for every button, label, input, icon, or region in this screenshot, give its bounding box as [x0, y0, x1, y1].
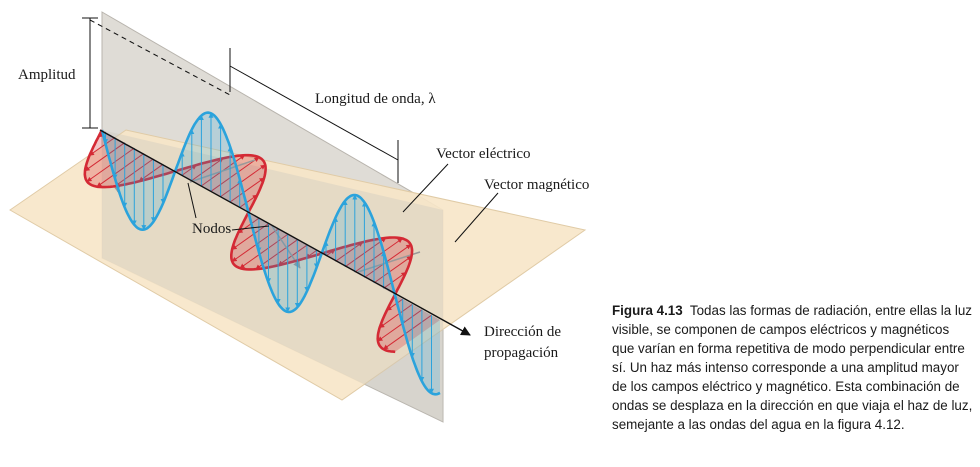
magnetic-vector: [383, 271, 407, 289]
magnetic-vector: [84, 142, 125, 172]
direction-label-line2: propagación: [484, 345, 559, 361]
magnetic-vector-label: Vector magnético: [484, 177, 589, 193]
magnetic-vector: [138, 163, 164, 182]
magnetic-vector: [239, 233, 288, 269]
magnetic-vector: [383, 314, 432, 350]
magnetic-vector: [344, 237, 387, 268]
magnetic-wave-outline: [83, 129, 414, 354]
electric-vector-leader: [402, 163, 449, 213]
magnetic-vector: [96, 153, 145, 188]
magnetic-vector: [239, 194, 258, 208]
magnetic-vector: [220, 164, 266, 198]
magnetic-vector: [373, 255, 412, 284]
magnetic-vector: [377, 309, 423, 342]
caption-figure-number: Figura 4.13: [612, 303, 683, 318]
magnetic-vector: [277, 244, 308, 266]
magnetic-vector: [210, 156, 260, 192]
amplitude-label: Amplitud: [18, 67, 76, 83]
electric-wave: [100, 111, 441, 396]
nodes-leader-1: [187, 182, 197, 219]
nodes-label: Nodos: [192, 221, 231, 237]
magnetic-vector: [364, 244, 412, 278]
electric-wave-outline: [100, 111, 441, 396]
magnetic-wave-fill: [84, 130, 441, 352]
vertical-plane-front: [102, 130, 443, 422]
magnetic-vector: [379, 303, 413, 329]
magnetic-vector: [354, 238, 403, 273]
magnetic-vector: [191, 157, 224, 181]
magnetic-vector: [237, 217, 260, 234]
magnetic-vector-leader: [454, 192, 499, 243]
magnetic-vector: [335, 241, 364, 262]
hidden-axis-segment: [189, 159, 256, 183]
magnetic-vector: [231, 223, 269, 250]
magnetic-vector: [386, 298, 403, 311]
figure-caption: Figura 4.13 Todas las formas de radiació…: [612, 301, 974, 434]
electric-vector-label: Vector eléctrico: [436, 146, 531, 162]
magnetic-vector: [231, 228, 279, 262]
wavelength-line: [229, 65, 399, 161]
magnetic-vector: [89, 136, 116, 156]
magnetic-vector: [229, 177, 265, 203]
direction-label-line1: Dirección de: [484, 324, 561, 340]
wavelength-label: Longitud de onda, λ: [315, 91, 436, 107]
electric-wave-fill: [102, 112, 440, 395]
nodes-leader-2: [231, 225, 270, 231]
hidden-axis-segment: [357, 251, 421, 273]
propagation-axis: [99, 129, 471, 336]
caption-text: Todas las formas de radiación, entre ell…: [612, 303, 973, 432]
